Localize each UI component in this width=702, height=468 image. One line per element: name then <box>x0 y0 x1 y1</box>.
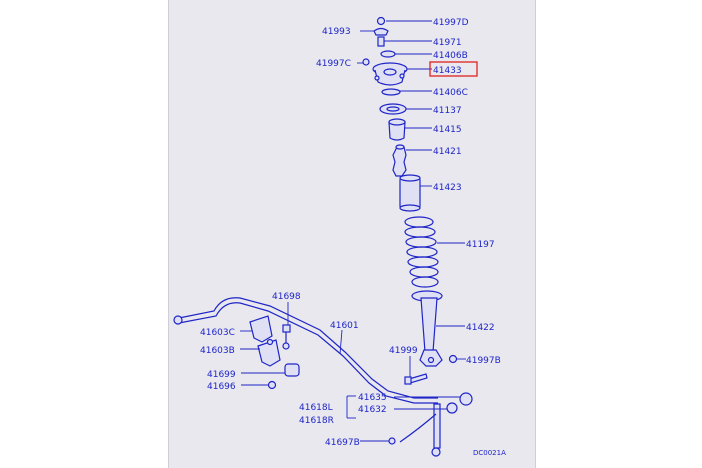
label-41997d[interactable]: 41997D <box>433 18 469 28</box>
highlight-box-41433 <box>429 61 478 77</box>
link-41618[interactable] <box>399 403 441 457</box>
washer-41406b[interactable] <box>380 50 396 58</box>
label-41603b[interactable]: 41603B <box>200 346 235 356</box>
label-41999[interactable]: 41999 <box>389 346 418 356</box>
coil-spring-41197[interactable] <box>404 216 439 288</box>
label-41422[interactable]: 41422 <box>466 323 495 333</box>
label-41618r[interactable]: 41618R <box>299 416 334 426</box>
label-41421[interactable]: 41421 <box>433 147 462 157</box>
label-41137[interactable]: 41137 <box>433 106 462 116</box>
washer-41406c[interactable] <box>381 88 401 96</box>
label-41618l[interactable]: 41618L <box>299 403 333 413</box>
strut-mount-41433[interactable] <box>372 62 408 86</box>
bearing-41137[interactable] <box>379 103 407 115</box>
label-41197[interactable]: 41197 <box>466 240 495 250</box>
bushing-41699[interactable] <box>284 363 300 377</box>
label-41635[interactable]: 41635 <box>358 393 387 403</box>
label-41415[interactable]: 41415 <box>433 125 462 135</box>
bushing-41635[interactable] <box>459 392 473 406</box>
label-41433[interactable]: 41433 <box>433 66 462 76</box>
stabilizer-link-41698[interactable] <box>282 324 291 350</box>
bushing-41632[interactable] <box>446 402 458 414</box>
nut-41696[interactable] <box>267 380 277 390</box>
dust-cover-41423[interactable] <box>399 174 421 212</box>
label-41993[interactable]: 41993 <box>322 27 351 37</box>
leader-lines <box>240 20 466 442</box>
bump-stop-41421[interactable] <box>392 144 407 177</box>
shock-absorber-41422[interactable] <box>411 290 443 367</box>
label-41697b[interactable]: 41697B <box>325 438 360 448</box>
nut-41697b[interactable] <box>388 437 396 445</box>
label-41971[interactable]: 41971 <box>433 38 462 48</box>
stabilizer-bar-41601[interactable] <box>173 297 438 404</box>
diagram-sheet <box>168 0 536 468</box>
bracket-41603b[interactable] <box>257 338 281 367</box>
label-41406c[interactable]: 41406C <box>433 88 468 98</box>
bracket-41603c[interactable] <box>249 315 273 343</box>
bolt-41971[interactable] <box>377 36 385 47</box>
nut-41997d[interactable] <box>376 16 386 26</box>
label-41406b[interactable]: 41406B <box>433 51 468 61</box>
label-41997b[interactable]: 41997B <box>466 356 501 366</box>
nut-41997c[interactable] <box>362 58 370 66</box>
label-41699[interactable]: 41699 <box>207 370 236 380</box>
cap-41993[interactable] <box>373 27 389 36</box>
label-41423[interactable]: 41423 <box>433 183 462 193</box>
label-41632[interactable]: 41632 <box>358 405 387 415</box>
label-41997c[interactable]: 41997C <box>316 59 351 69</box>
label-41603c[interactable]: 41603C <box>200 328 235 338</box>
bolt-41999[interactable] <box>404 373 428 385</box>
seat-41415[interactable] <box>388 118 406 141</box>
label-41698[interactable]: 41698 <box>272 292 301 302</box>
label-41601[interactable]: 41601 <box>330 321 359 331</box>
diagram-ref-code: DC0021A <box>473 449 506 457</box>
nut-41997b[interactable] <box>448 354 458 364</box>
label-41696[interactable]: 41696 <box>207 382 236 392</box>
